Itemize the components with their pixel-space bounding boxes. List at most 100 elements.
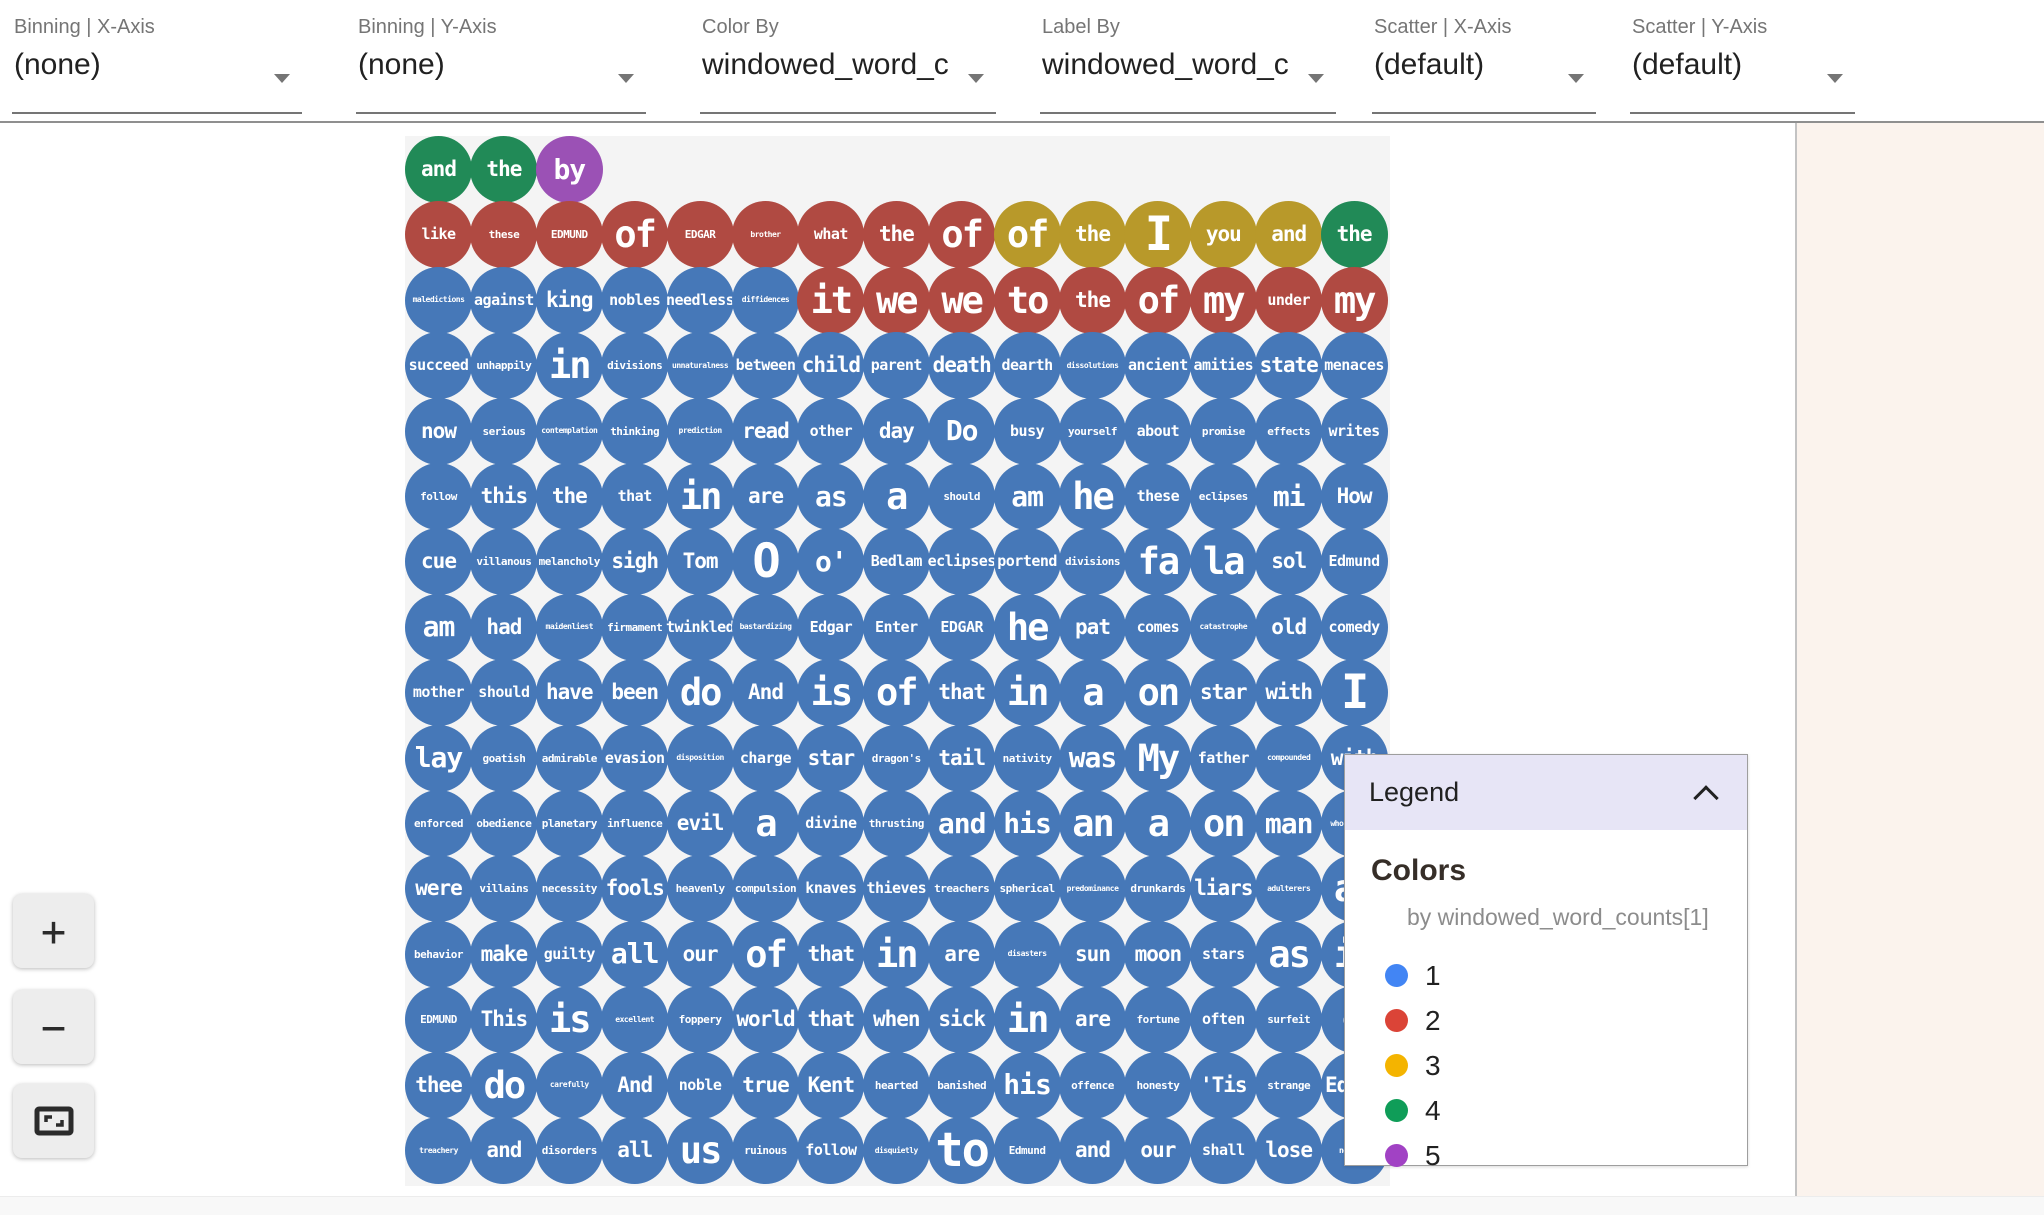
word-bubble[interactable]: spherical (993, 855, 1061, 923)
word-bubble[interactable]: the (470, 136, 538, 203)
word-bubble[interactable]: writes (1320, 397, 1388, 465)
word-bubble[interactable]: How (1320, 463, 1388, 530)
word-bubble[interactable]: EDGAR (928, 593, 996, 661)
word-bubble[interactable]: fa (1124, 528, 1192, 596)
word-bubble[interactable]: am (405, 593, 472, 661)
word-bubble[interactable]: that (928, 659, 996, 727)
word-bubble[interactable]: his (993, 1051, 1061, 1119)
word-bubble[interactable]: Tom (666, 528, 734, 596)
word-bubble[interactable]: foppery (666, 986, 734, 1054)
word-bubble[interactable]: now (405, 397, 472, 465)
word-bubble[interactable]: was (1059, 724, 1126, 792)
word-bubble[interactable]: are (1059, 986, 1126, 1054)
word-bubble[interactable]: busy (993, 397, 1061, 465)
word-bubble[interactable]: an (1059, 790, 1126, 857)
word-bubble[interactable]: a (1059, 659, 1126, 727)
word-bubble[interactable]: banished (928, 1051, 996, 1119)
word-bubble[interactable]: between (732, 332, 799, 400)
word-bubble[interactable]: of (732, 920, 799, 988)
word-bubble[interactable]: old (1255, 593, 1323, 661)
word-bubble[interactable]: the (535, 463, 603, 530)
word-bubble[interactable]: are (928, 920, 996, 988)
word-bubble[interactable]: in (993, 659, 1061, 727)
word-bubble[interactable]: disorders (535, 1117, 603, 1184)
word-bubble[interactable]: eclipses (1189, 463, 1257, 530)
word-bubble[interactable]: of (1124, 266, 1192, 334)
word-bubble[interactable]: offence (1059, 1051, 1126, 1119)
word-bubble[interactable]: strange (1255, 1051, 1323, 1119)
dropdown-scatter-y-axis[interactable]: Scatter | Y-Axis(default) (1630, 0, 1855, 119)
dropdown-scatter-x-axis[interactable]: Scatter | X-Axis(default) (1372, 0, 1596, 119)
word-bubble[interactable]: a (1124, 790, 1192, 857)
word-bubble[interactable]: needless (666, 266, 735, 334)
word-bubble[interactable]: obedience (470, 790, 538, 857)
word-bubble[interactable]: And (732, 659, 799, 727)
word-bubble[interactable]: heavenly (666, 855, 734, 923)
word-bubble[interactable]: melancholy (535, 528, 603, 596)
word-bubble[interactable]: these (470, 201, 538, 269)
word-bubble[interactable]: the (1059, 266, 1126, 334)
word-bubble[interactable]: of (993, 201, 1061, 269)
word-bubble[interactable]: sigh (601, 528, 669, 596)
word-bubble[interactable]: amities (1189, 332, 1257, 400)
word-bubble[interactable]: true (732, 1051, 799, 1119)
word-bubble[interactable]: nativity (993, 724, 1061, 792)
word-bubble[interactable]: do (470, 1051, 538, 1119)
word-bubble[interactable]: should (470, 659, 538, 727)
word-bubble[interactable]: to (993, 266, 1061, 334)
word-bubble[interactable]: evasion (601, 724, 669, 792)
legend-header[interactable]: Legend (1345, 755, 1747, 830)
word-bubble[interactable]: prediction (666, 397, 734, 465)
word-bubble[interactable]: maidenliest (535, 593, 603, 661)
word-bubble[interactable]: divisions (601, 332, 669, 400)
word-bubble[interactable]: we (862, 266, 930, 334)
word-bubble[interactable]: he (993, 593, 1061, 661)
word-bubble[interactable]: am (993, 463, 1061, 530)
word-bubble[interactable]: the (1320, 201, 1388, 269)
word-bubble[interactable]: and (1255, 201, 1323, 269)
word-bubble[interactable]: read (732, 397, 799, 465)
word-bubble[interactable]: EDMUND (405, 986, 472, 1054)
zoom-out-button[interactable]: − (13, 990, 94, 1064)
zoom-in-button[interactable]: + (13, 894, 94, 968)
word-bubble[interactable]: tail (928, 724, 996, 792)
word-bubble[interactable]: do (666, 659, 734, 727)
word-bubble[interactable]: our (666, 920, 734, 988)
word-bubble[interactable]: us (666, 1117, 734, 1184)
word-bubble[interactable]: by (535, 136, 603, 203)
word-bubble[interactable]: dearth (993, 332, 1061, 400)
word-bubble[interactable]: day (862, 397, 930, 465)
word-bubble[interactable]: as (1255, 920, 1323, 988)
word-bubble[interactable]: sick (928, 986, 996, 1054)
word-bubble[interactable]: his (993, 790, 1061, 857)
word-bubble[interactable]: maledictions (405, 266, 472, 334)
word-bubble[interactable]: what (797, 201, 865, 269)
word-bubble[interactable]: it (797, 266, 865, 334)
word-bubble[interactable]: on (1189, 790, 1257, 857)
word-bubble[interactable]: disposition (666, 724, 734, 792)
word-bubble[interactable]: follow (405, 463, 472, 530)
word-bubble[interactable]: succeed (405, 332, 472, 400)
word-bubble[interactable]: in (666, 463, 734, 530)
word-bubble[interactable]: fortune (1124, 986, 1192, 1054)
word-bubble[interactable]: knaves (797, 855, 865, 923)
word-bubble[interactable]: Edmund (1320, 528, 1388, 596)
word-bubble[interactable]: la (1189, 528, 1257, 596)
word-bubble[interactable]: often (1189, 986, 1257, 1054)
word-bubble[interactable]: divisions (1059, 528, 1126, 596)
word-bubble[interactable]: unhappily (470, 332, 538, 400)
word-bubble[interactable]: catastrophe (1189, 593, 1257, 661)
word-bubble[interactable]: I (1320, 659, 1388, 727)
word-bubble[interactable]: ruinous (732, 1117, 799, 1184)
word-bubble[interactable]: eclipses (928, 528, 996, 596)
word-bubble[interactable]: this (470, 463, 538, 530)
word-bubble[interactable]: moon (1124, 920, 1192, 988)
word-bubble[interactable]: brother (732, 201, 799, 269)
word-bubble[interactable]: behavior (405, 920, 472, 988)
word-bubble[interactable]: lose (1255, 1117, 1323, 1184)
word-bubble[interactable]: EDMUND (535, 201, 603, 269)
word-bubble[interactable]: state (1255, 332, 1323, 400)
word-bubble[interactable]: I (1124, 201, 1192, 269)
word-bubble[interactable]: firmament (601, 593, 669, 661)
word-bubble[interactable]: drunkards (1124, 855, 1192, 923)
